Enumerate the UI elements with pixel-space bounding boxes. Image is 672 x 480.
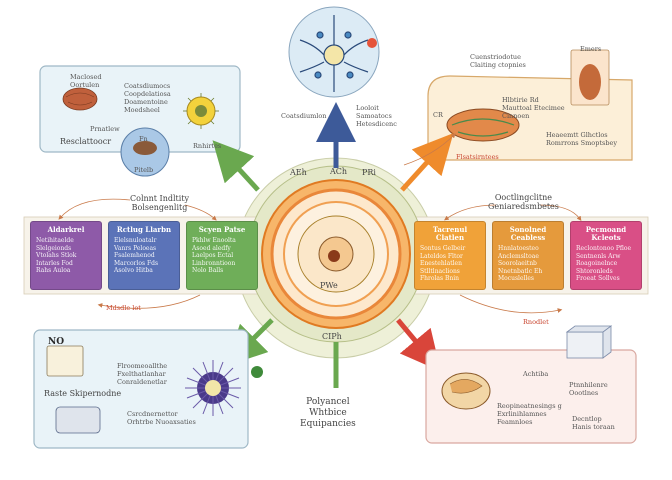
card-6-body: Reclontonoo Pfloe Sentnenls Arw Roagoine… bbox=[576, 245, 632, 282]
center-caption: Polyancel Whtbice Equipancies bbox=[300, 397, 356, 429]
organ-circle-label: Fn bbox=[139, 135, 148, 143]
ring-top-label-2: ACh bbox=[330, 167, 348, 176]
bottom-left-badge: NO bbox=[48, 337, 65, 347]
right-mid-heading: Ooctlingclitne Geniaredsmbetes bbox=[488, 193, 559, 211]
card-1-body: Netihitaelde Slelgeionds Vtolahs Stlok I… bbox=[36, 237, 77, 274]
card-3-body: Pkhlw Enoolta Asoed aledfy Laelpos Ectal… bbox=[192, 237, 236, 274]
urchin-illustration bbox=[185, 360, 241, 416]
card-1-title: Aldarkrel bbox=[47, 225, 85, 234]
bottom-right-label-a: Achtiba bbox=[523, 370, 549, 378]
bone-illustration bbox=[441, 372, 491, 410]
core-nucleus bbox=[328, 250, 340, 262]
card-4: Tacrenul Clatlen Sontus Gelbeir Lateldos… bbox=[414, 221, 486, 290]
card-6: Pecmoand Kcleots Reclontonoo Pfloe Sentn… bbox=[570, 221, 642, 290]
bottom-right-label-c: Ptnnhilenre Oootlnes bbox=[569, 381, 608, 397]
lung-illustration bbox=[446, 108, 520, 142]
card-1: Aldarkrel Netihitaelde Slelgeionds Vtola… bbox=[30, 221, 102, 290]
organ-box-label: Emers bbox=[580, 45, 602, 53]
ring-top-label-1: AEh bbox=[290, 168, 307, 177]
card-2-body: Elelsnuloatalr Vanrs Peloeas Fsalemhenod… bbox=[114, 237, 159, 274]
ring-inner-label: PWe bbox=[320, 281, 338, 290]
top-center-label-right: Looloit Samoatocs Hetesdicenc bbox=[356, 104, 397, 128]
side-tag-right: Rnodlet bbox=[523, 318, 549, 326]
card-5: Sonolned Ceabless Hnnlatoesteo Anclemslt… bbox=[492, 221, 564, 290]
left-mid-heading: Colnnt Indltity Bolsengenlitg bbox=[130, 194, 190, 212]
card-5-body: Hnnlatoesteo Anclemsltoae Soorolaeitnb N… bbox=[498, 245, 543, 282]
card-4-body: Sontus Gelbeir Lateldos Fltor Enestehlat… bbox=[420, 245, 466, 282]
top-left-label-b: Coatsdiumocs Coopdelatiosa Doamentoine M… bbox=[124, 82, 171, 114]
top-left-caption: Resclattoocr bbox=[60, 137, 112, 146]
card-2: Rctlug Llarbn Elelsnuloatalr Vanrs Peloe… bbox=[108, 221, 180, 290]
cube-illustration bbox=[565, 325, 613, 359]
brain-illustration bbox=[62, 87, 98, 111]
ring-bottom-label: CIPh bbox=[322, 332, 342, 341]
top-right-label-a: CR bbox=[433, 111, 443, 119]
top-right-tag: Flsatsirntees bbox=[456, 153, 499, 161]
top-left-label-a: Maclosed Oortulen bbox=[70, 73, 102, 89]
card-4-title: Tacrenul Clatlen bbox=[432, 225, 468, 242]
arrow-up-left bbox=[212, 140, 260, 192]
bottom-left-label-b: Csrcdnernettor Orhtrbe Nuoaxsaties bbox=[127, 410, 196, 426]
bottom-left-title: Raste Skipernodne bbox=[44, 389, 122, 398]
bottom-left-label-a: Flroomeoallthe Fxelthatlanhar Conraldene… bbox=[117, 362, 168, 386]
bottom-right-label-d: Decntlop Hanis toraan bbox=[572, 415, 615, 431]
ring-top-label-3: PRi bbox=[362, 168, 376, 177]
top-center-label-left: Coatsdiumlon bbox=[281, 112, 327, 120]
cell-illustration bbox=[183, 93, 219, 129]
organ-circle-caption: Pitelb bbox=[134, 166, 154, 174]
tooth-illustration bbox=[55, 406, 101, 434]
card-3-title: Scyen Patse bbox=[198, 225, 246, 234]
molecule-illustration bbox=[299, 15, 369, 92]
bottom-left-box bbox=[46, 345, 84, 377]
card-5-title: Sonolned Ceabless bbox=[509, 225, 547, 242]
bottom-right-label-b: Reopineatnesings g Exrlinihlamnes Feamnl… bbox=[497, 402, 562, 426]
top-right-label-c: Heaeemtt Glhctlos Romrrons Smoptsbey bbox=[546, 131, 618, 147]
card-3: Scyen Patse Pkhlw Enoolta Asoed aledfy L… bbox=[186, 221, 258, 290]
bottom-right-panel-bg bbox=[425, 349, 637, 444]
card-6-title: Pecmoand Kcleots bbox=[585, 225, 627, 242]
top-right-heading: Cuenstriodotue Claiting ctopnies bbox=[470, 53, 526, 69]
card-2-title: Rctlug Llarbn bbox=[116, 225, 172, 234]
top-right-label-b: Hlbtirie Rd Mauttoal Etecimee Cinnoen bbox=[502, 96, 565, 120]
arrow-down-right bbox=[396, 318, 441, 372]
top-left-label-d: Rnhirtes bbox=[193, 142, 222, 150]
top-left-label-c: Prnatlew bbox=[90, 125, 120, 133]
side-tag-left: Mdsdle lot bbox=[106, 304, 141, 312]
arrow-up-right bbox=[400, 133, 454, 192]
